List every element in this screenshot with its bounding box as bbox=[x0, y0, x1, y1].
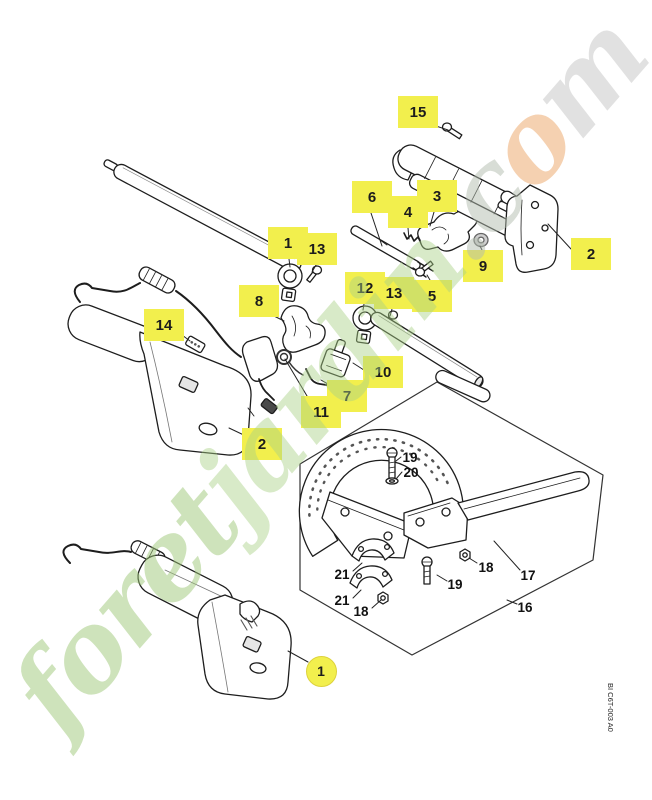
support-bar-17 bbox=[403, 471, 590, 549]
part-callout-2: 2 bbox=[571, 238, 611, 270]
bracket-21a bbox=[351, 538, 395, 562]
part-callout-4: 4 bbox=[388, 196, 428, 228]
part-callout-21: 21 bbox=[334, 592, 350, 608]
part-callout-6: 6 bbox=[352, 181, 392, 213]
torsion-spring bbox=[276, 349, 304, 376]
part-callout-20: 20 bbox=[403, 464, 419, 480]
bolt-19-lower bbox=[421, 556, 433, 585]
part-callout-2: 2 bbox=[242, 428, 282, 460]
nut-18-right bbox=[459, 548, 471, 562]
part-callout-18: 18 bbox=[353, 603, 369, 619]
part-callout-10: 10 bbox=[363, 356, 403, 388]
part-callout-21: 21 bbox=[334, 566, 350, 582]
throttle-trigger bbox=[280, 305, 326, 353]
handle-bracket-right bbox=[497, 184, 559, 273]
part-callout-18: 18 bbox=[478, 559, 494, 575]
screw-5 bbox=[414, 260, 434, 277]
cable-spring bbox=[138, 266, 176, 294]
grommet-ring bbox=[473, 232, 489, 248]
part-callout-9: 9 bbox=[463, 250, 503, 282]
part-callout-14: 14 bbox=[144, 309, 184, 341]
part-callout-19: 19 bbox=[447, 576, 463, 592]
clamp-1 bbox=[277, 263, 303, 303]
part-callout-17: 17 bbox=[520, 567, 536, 583]
cable-tail bbox=[258, 378, 275, 401]
stop-switch bbox=[320, 338, 351, 378]
handle-housing-left bbox=[67, 304, 255, 456]
washer-20 bbox=[385, 477, 399, 485]
part-callout-13: 13 bbox=[374, 277, 414, 309]
cable-end-fitting bbox=[241, 335, 279, 382]
leader-lines bbox=[177, 123, 572, 663]
bracket-21b bbox=[349, 565, 393, 589]
part-callout-8: 8 bbox=[239, 285, 279, 317]
inset-box bbox=[299, 381, 604, 656]
part-14-emblem bbox=[185, 335, 206, 354]
clamp-12 bbox=[352, 305, 378, 345]
part-callout-15: 15 bbox=[398, 96, 438, 128]
cable-connector-tip bbox=[260, 398, 278, 415]
part-callout-1: 1 bbox=[305, 655, 337, 687]
drive-tube-lower bbox=[370, 311, 484, 389]
part-callout-16: 16 bbox=[517, 599, 533, 615]
drive-tube-upper bbox=[103, 159, 302, 272]
part-callout-19: 19 bbox=[402, 449, 418, 465]
cam-lever bbox=[417, 209, 478, 252]
part-callout-5: 5 bbox=[412, 280, 452, 312]
part-callout-13: 13 bbox=[297, 233, 337, 265]
part-callout-11: 11 bbox=[301, 396, 341, 428]
cable-run bbox=[175, 290, 242, 358]
drawing-reference: BI C6T-003 A0 bbox=[606, 683, 615, 732]
handlebar-stub bbox=[435, 369, 491, 403]
bolt-19-upper bbox=[386, 447, 398, 479]
handle-assembly-bottom bbox=[62, 540, 292, 700]
loop-handle-plate bbox=[321, 491, 413, 559]
throttle-cable bbox=[73, 282, 141, 303]
